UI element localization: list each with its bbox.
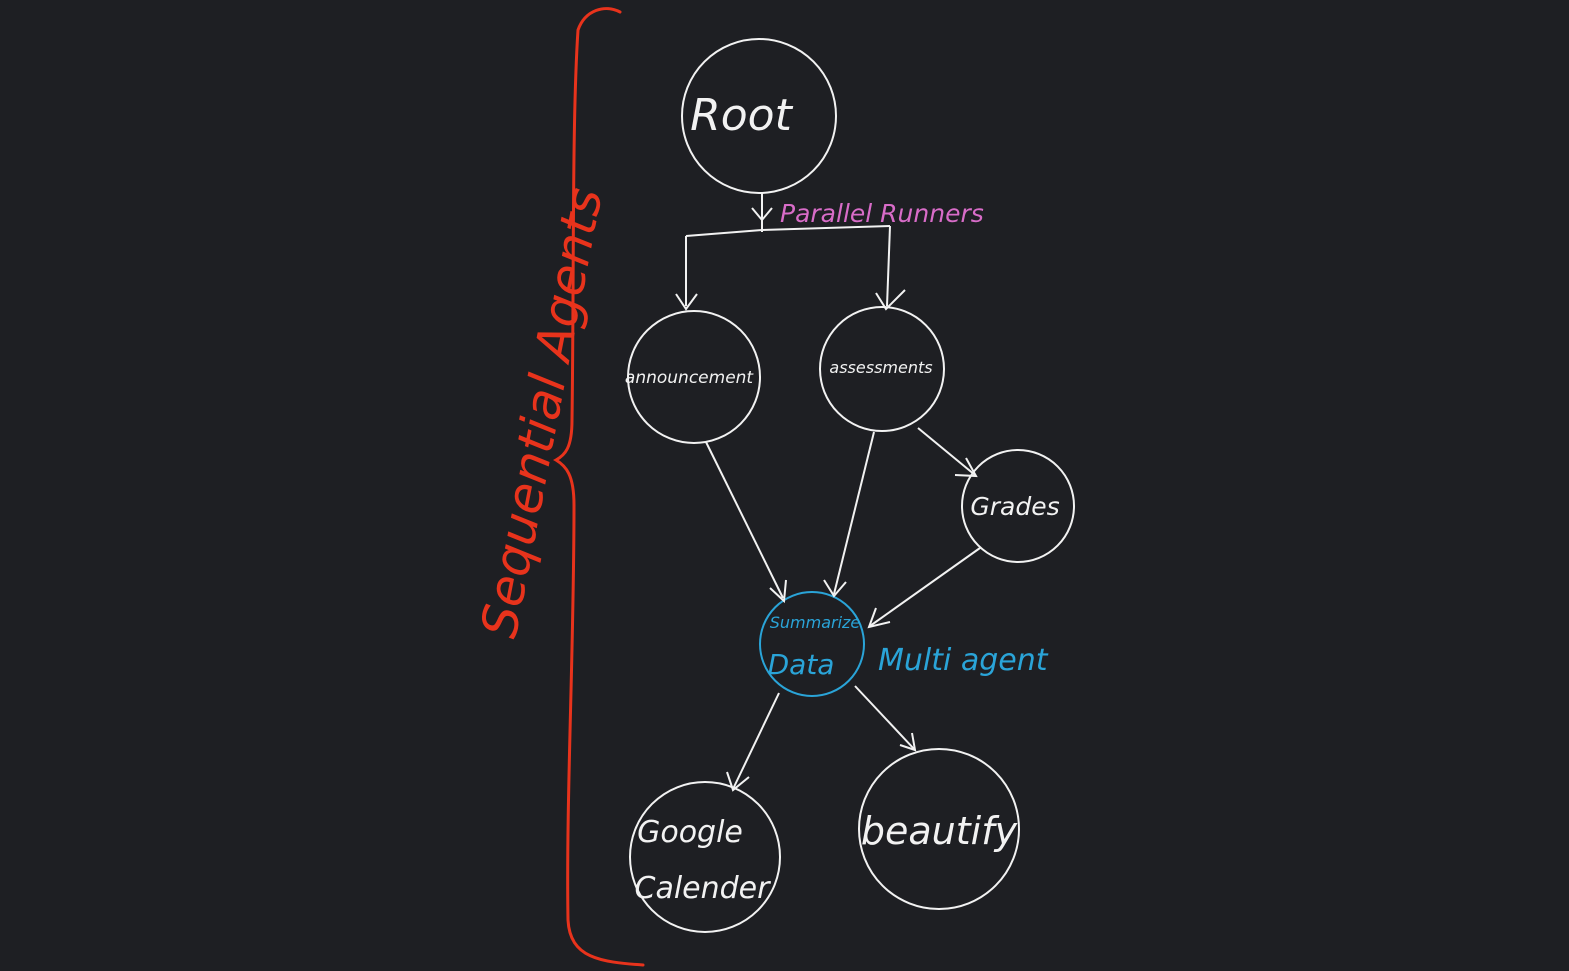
data-label: Data — [768, 648, 835, 681]
assessments-label: assessments — [829, 358, 932, 377]
arrowhead-summarize-to-beautify — [899, 732, 917, 752]
edge-assessments-to-grades — [917, 427, 976, 476]
arrowhead-assessments-to-grades — [954, 457, 978, 478]
edge-summarize-to-google — [732, 692, 780, 790]
arrowhead-summarize-to-google — [726, 771, 750, 792]
parallel-runners-label: Parallel Runners — [780, 199, 984, 228]
root-node — [681, 38, 837, 194]
edge-announcement-to-summarize — [705, 441, 784, 599]
edge-summarize-to-beautify — [854, 685, 916, 751]
sequential-agents-label: Sequential Agents — [470, 183, 614, 642]
google-calender-node — [629, 781, 781, 933]
summarize-data-node — [759, 591, 865, 697]
edge-grades-to-summarize — [869, 547, 981, 627]
beautify-node — [858, 748, 1020, 910]
grades-label: Grades — [970, 492, 1059, 521]
arrowhead-grades-to-summarize — [867, 607, 891, 629]
grades-node — [961, 449, 1075, 563]
arrowhead-assessments-to-summarize — [823, 579, 847, 598]
calender-label: Calender — [635, 871, 772, 906]
announcement-node — [627, 310, 761, 444]
announcement-label: announcement — [625, 368, 755, 388]
beautify-label: beautify — [861, 809, 1018, 853]
sequential-bracket — [553, 7, 645, 967]
root-arrowhead — [751, 207, 773, 222]
root-label: Root — [690, 90, 793, 141]
multi-agent-label: Multi agent — [878, 643, 1049, 678]
summarize-label: Summarize — [770, 613, 861, 632]
assessments-node — [819, 306, 945, 432]
parallel-split-line — [685, 225, 891, 237]
google-label: Google — [637, 815, 743, 850]
split-right-arrowhead — [875, 289, 906, 311]
split-right-drop — [886, 225, 891, 307]
split-left-arrowhead — [675, 293, 698, 311]
arrowhead-announcement-to-summarize — [769, 579, 787, 604]
edge-assessments-to-summarize — [833, 431, 875, 595]
